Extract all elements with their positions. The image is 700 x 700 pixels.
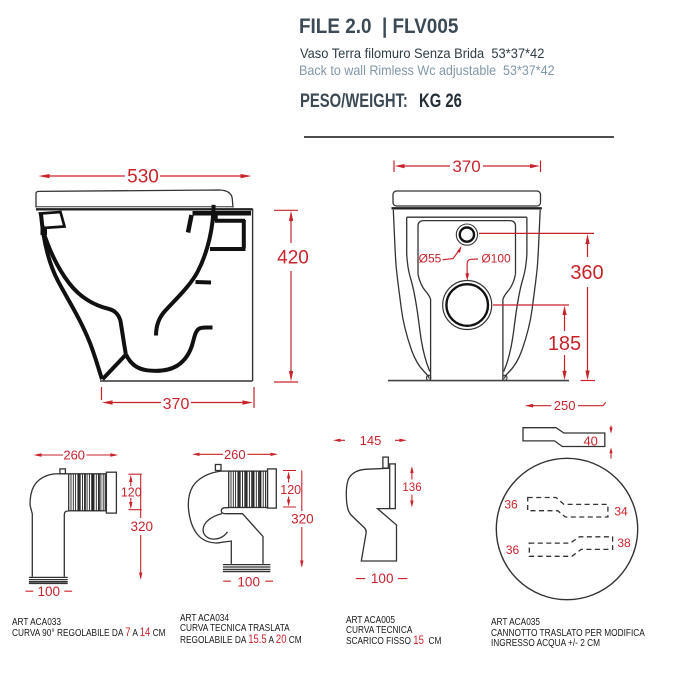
svg-text:38: 38 [617, 536, 631, 550]
svg-text:100: 100 [371, 571, 394, 586]
svg-text:370: 370 [452, 157, 480, 176]
svg-text:250: 250 [554, 398, 576, 413]
svg-text:530: 530 [127, 167, 159, 188]
svg-text:100: 100 [237, 574, 260, 589]
svg-text:260: 260 [224, 447, 246, 462]
svg-text:36: 36 [504, 498, 518, 512]
svg-text:360: 360 [570, 262, 603, 284]
svg-text:420: 420 [277, 248, 309, 269]
svg-text:Ø100: Ø100 [481, 252, 511, 266]
svg-text:320: 320 [291, 512, 314, 527]
svg-text:40: 40 [583, 434, 597, 449]
svg-text:36: 36 [506, 543, 520, 557]
svg-text:Ø55: Ø55 [419, 252, 442, 266]
svg-text:120: 120 [121, 486, 142, 500]
svg-text:120: 120 [280, 483, 301, 497]
svg-text:145: 145 [360, 433, 382, 448]
svg-text:34: 34 [614, 505, 628, 519]
svg-text:100: 100 [38, 584, 61, 599]
svg-text:320: 320 [131, 519, 154, 534]
svg-text:370: 370 [163, 396, 190, 413]
svg-text:136: 136 [402, 482, 421, 494]
svg-text:260: 260 [63, 448, 85, 463]
svg-text:185: 185 [548, 333, 581, 355]
